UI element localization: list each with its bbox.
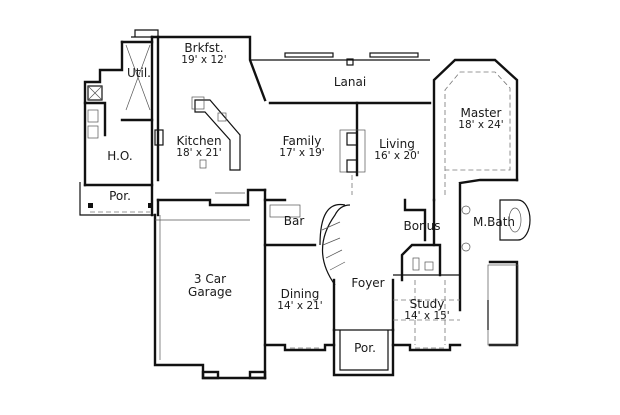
- room-name: Por.: [109, 189, 131, 203]
- room-name: Dining: [280, 287, 320, 301]
- room-name: Bonus: [403, 219, 441, 233]
- room-name-line2: Garage: [188, 284, 232, 299]
- room-label-foyer: Foyer: [351, 277, 384, 290]
- front-walls: [263, 328, 462, 377]
- room-label-brkfst: Brkfst. 19' x 12': [181, 42, 226, 66]
- lanai-walls: [250, 52, 432, 105]
- room-label-mbath: M.Bath: [473, 216, 515, 229]
- room-label-por-left: Por.: [109, 190, 131, 203]
- room-label-living: Living 16' x 20': [374, 138, 419, 162]
- room-name: Kitchen: [176, 134, 222, 148]
- room-dims: 14' x 21': [277, 299, 323, 312]
- room-label-lanai: Lanai: [334, 76, 366, 89]
- room-name: Bar: [283, 214, 305, 228]
- room-dims: 16' x 20': [374, 149, 420, 162]
- room-name: Lanai: [333, 75, 367, 89]
- room-name: H.O.: [107, 149, 133, 163]
- room-label-dining: Dining 14' x 21': [277, 288, 322, 312]
- study-bonus-walls: [393, 198, 460, 345]
- room-dims: 14' x 15': [404, 309, 450, 322]
- room-label-garage: 3 Car Garage: [188, 273, 232, 298]
- left-wing-walls: [79, 29, 159, 217]
- room-label-study: Study 14' x 15': [404, 298, 449, 322]
- room-name: Por.: [354, 341, 376, 355]
- room-name: Foyer: [351, 276, 385, 290]
- room-name: Master: [460, 106, 502, 120]
- room-label-kitchen: Kitchen 18' x 21': [176, 135, 221, 159]
- room-name: Brkfst.: [184, 41, 224, 55]
- family-living-divider: [339, 101, 366, 195]
- room-label-family: Family 17' x 19': [279, 135, 324, 159]
- room-name: Family: [282, 134, 322, 148]
- room-name: Study: [409, 297, 445, 311]
- room-dims: 18' x 24': [458, 118, 504, 131]
- room-name: Living: [379, 137, 415, 151]
- room-label-por-front: Por.: [354, 342, 376, 355]
- room-dims: 18' x 21': [176, 146, 222, 159]
- room-label-master: Master 18' x 24': [458, 107, 503, 131]
- room-name: 3 Car: [193, 272, 227, 286]
- room-name: Util.: [127, 66, 151, 80]
- room-label-util: Util.: [127, 67, 151, 80]
- room-label-bar: Bar: [284, 215, 305, 228]
- room-label-bonus: Bonus: [403, 220, 440, 233]
- room-dims: 19' x 12': [181, 53, 227, 66]
- master-suite-walls: [432, 58, 531, 347]
- room-name: M.Bath: [472, 215, 516, 229]
- room-label-ho: H.O.: [107, 150, 132, 163]
- kitchen-walls: [150, 35, 267, 217]
- room-dims: 17' x 19': [279, 146, 325, 159]
- garage-walls: [153, 213, 267, 380]
